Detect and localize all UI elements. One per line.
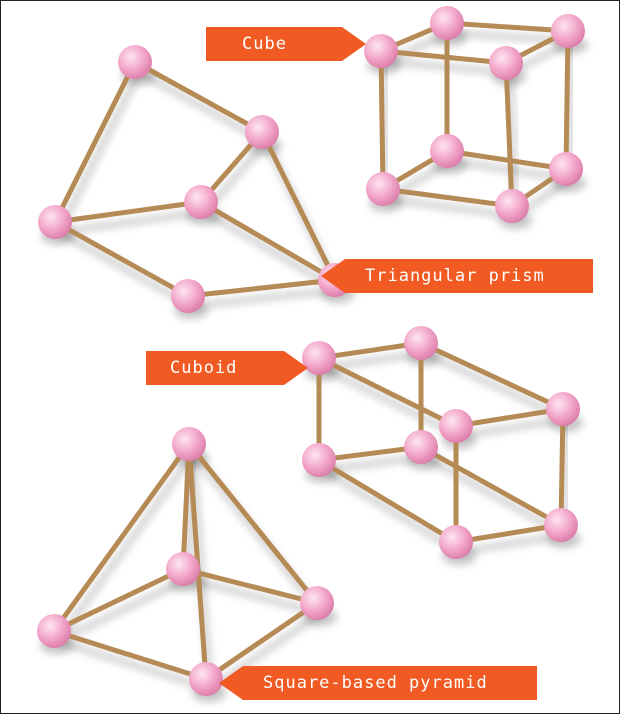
cube-ball <box>495 189 529 223</box>
triangular-prism-stick-shadow <box>59 212 205 232</box>
cube-ball <box>364 34 398 68</box>
triangular-prism-stick <box>55 62 135 222</box>
cuboid-ball <box>439 409 473 443</box>
triangular-prism-ball <box>245 115 279 149</box>
triangular-prism-ball <box>184 185 218 219</box>
cuboid-ball <box>544 508 578 542</box>
cuboid-stick-shadow <box>425 353 567 419</box>
cube-ball <box>551 14 585 48</box>
cuboid-stick-shadow <box>425 457 565 535</box>
triangular-prism-ball <box>38 205 72 239</box>
cube-ball <box>430 134 464 168</box>
square-based-pyramid-ball <box>37 614 71 648</box>
cuboid-ball <box>546 392 580 426</box>
cuboid-ball <box>404 326 438 360</box>
triangular-prism-ball <box>171 279 205 313</box>
square-based-pyramid-stick <box>189 444 317 603</box>
cuboid-stick <box>421 447 561 525</box>
cube-ball <box>366 172 400 206</box>
square-based-pyramid-stick-shadow <box>58 454 193 641</box>
cube-ball <box>549 152 583 186</box>
cuboid-ball <box>439 525 473 559</box>
square-based-pyramid-stick <box>54 631 206 679</box>
square-based-pyramid-stick <box>54 444 189 631</box>
triangular-prism-ball <box>118 45 152 79</box>
cuboid-ball <box>404 430 438 464</box>
cuboid-stick <box>421 343 563 409</box>
cube-stick <box>447 23 568 31</box>
cuboid-label: Cuboid <box>146 351 308 385</box>
cube-label: Cube <box>206 27 366 61</box>
cube-stick <box>566 31 568 169</box>
triangular-prism-label: Triangular prism <box>321 259 593 293</box>
square-based-pyramid-ball <box>300 586 334 620</box>
cuboid-stick <box>561 409 563 525</box>
cube-ball <box>489 46 523 80</box>
cuboid-stick <box>319 358 456 426</box>
cube-ball <box>430 6 464 40</box>
triangular-prism-stick <box>55 222 188 296</box>
square-based-pyramid-label: Square-based pyramid <box>219 666 537 700</box>
square-based-pyramid-stick-shadow <box>58 641 210 689</box>
cube-stick <box>381 51 383 189</box>
square-based-pyramid-ball <box>166 552 200 586</box>
triangular-prism-stick <box>135 62 262 132</box>
cuboid-stick <box>319 460 456 542</box>
cuboid-ball <box>302 341 336 375</box>
square-based-pyramid-ball <box>172 427 206 461</box>
square-based-pyramid-ball <box>189 662 223 696</box>
cuboid-ball <box>302 443 336 477</box>
triangular-prism-stick-shadow <box>59 72 139 232</box>
